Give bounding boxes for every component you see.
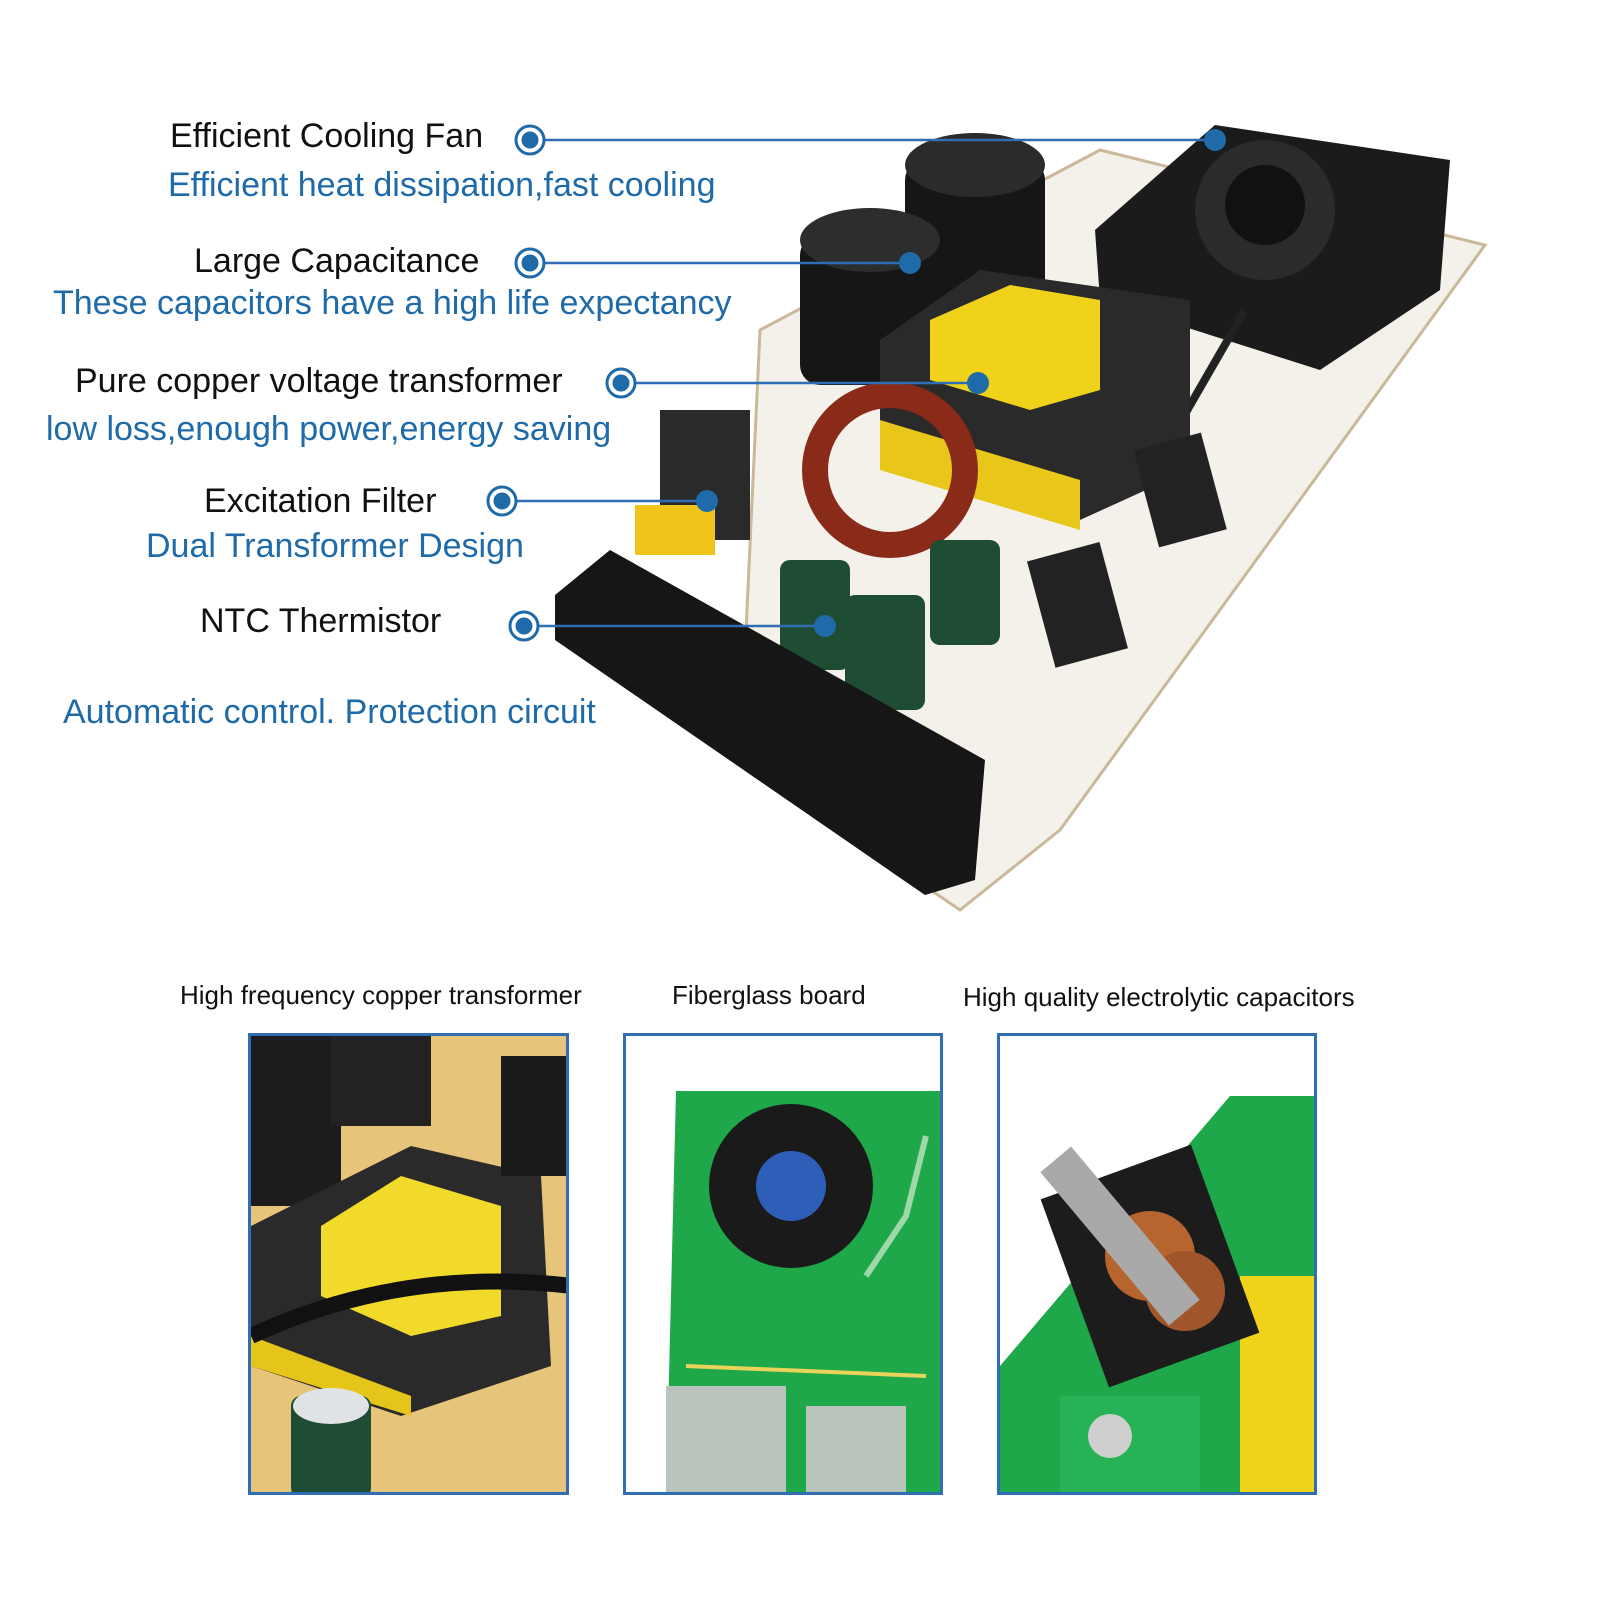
callout-subtitle-transformer: low loss,enough power,energy saving [46,410,612,448]
panel-label-fiberglass: Fiberglass board [672,980,866,1010]
callout-subtitle-cooling-fan: Efficient heat dissipation,fast cooling [168,166,716,204]
excitation-filter [635,410,750,555]
green-pcb-closeup [666,1091,940,1492]
terminal-block [555,550,985,895]
callout-title-transformer: Pure copper voltage transformer [75,362,563,400]
panel-label-capacitors: High quality electrolytic capacitors [963,982,1355,1012]
toroid-coil [802,382,978,558]
power-supply-board-illustration [486,124,1488,912]
filter-closeup [1000,1096,1314,1492]
panel-transformer-photo [248,1033,569,1495]
transformer-closeup [251,1036,566,1492]
callout-title-excitation-filter: Excitation Filter [204,482,437,520]
small-capacitors [780,540,1000,710]
callout-title-cooling-fan: Efficient Cooling Fan [170,117,484,155]
panel-capacitors-photo [997,1033,1317,1495]
callout-endpoint-dots [696,129,1226,637]
panel-fiberglass-photo [623,1033,943,1495]
callout-start-dots [486,124,637,642]
panel-label-transformer: High frequency copper transformer [180,980,582,1010]
mosfets [1027,432,1227,668]
callout-subtitle-capacitance: These capacitors have a high life expect… [53,284,732,322]
callout-title-ntc-thermistor: NTC Thermistor [200,602,442,640]
callout-subtitle-ntc-thermistor: Automatic control. Protection circuit [63,693,596,731]
callout-subtitle-excitation-filter: Dual Transformer Design [146,527,524,565]
callout-lines [517,138,1215,628]
callout-title-capacitance: Large Capacitance [194,242,480,280]
